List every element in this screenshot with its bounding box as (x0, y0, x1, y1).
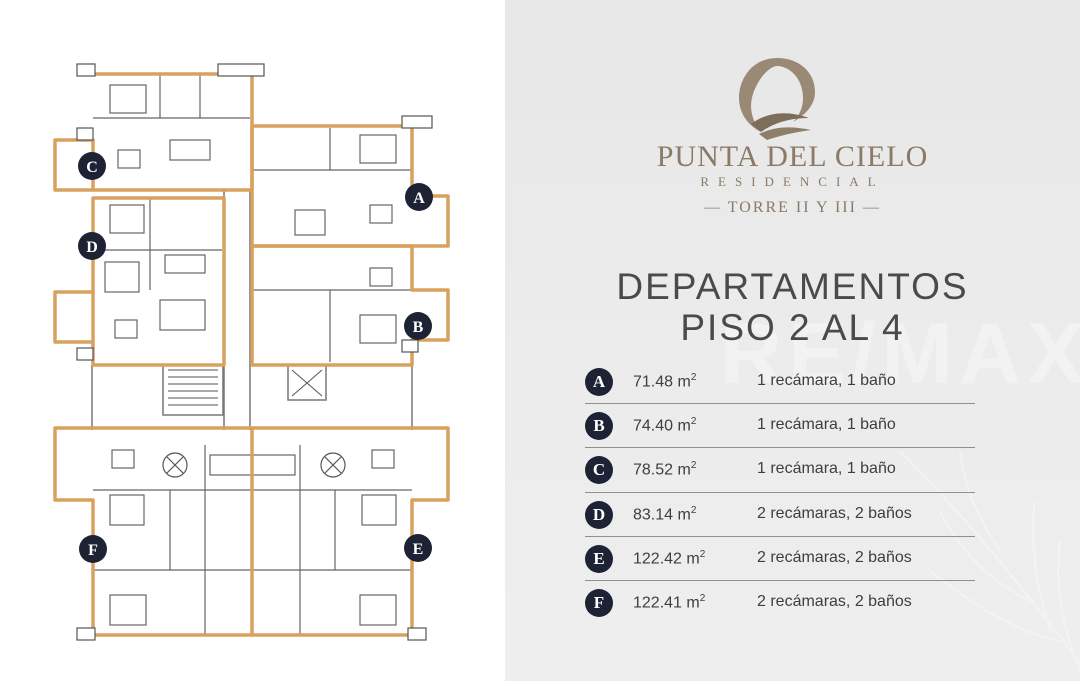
plan-badge-C: C (78, 152, 106, 180)
unit-badge: C (585, 456, 613, 485)
brand-name: PUNTA DEL CIELO (656, 140, 929, 173)
title-line-1: DEPARTAMENTOS (616, 266, 969, 307)
title-line-2: PISO 2 AL 4 (680, 307, 905, 348)
palm-leaf-decoration (899, 450, 1080, 672)
unit-area: 71.48 m2 (633, 372, 697, 391)
watermark: RE/MAX (720, 306, 1080, 402)
plan-badge-B: B (404, 312, 432, 340)
unit-description: 1 recámara, 1 baño (757, 372, 896, 389)
unit-badge: F (585, 588, 613, 617)
unit-area: 78.52 m2 (633, 460, 697, 479)
svg-text:C: C (86, 159, 98, 176)
unit-badge: E (585, 544, 613, 573)
plan-badge-D: D (78, 232, 106, 260)
unit-row-d: D 83.14 m2 2 recámaras, 2 baños (585, 493, 975, 537)
unit-area: 122.42 m2 (633, 548, 706, 568)
unit-badge: A (585, 368, 613, 396)
unit-description: 1 recámara, 1 baño (757, 416, 896, 434)
svg-text:B: B (413, 319, 424, 336)
svg-text:A: A (413, 190, 425, 207)
unit-row-b: B 74.40 m2 1 recámara, 1 baño (585, 404, 975, 449)
unit-list: A 71.48 m2 1 recámara, 1 baño B 74.40 m2… (585, 360, 975, 624)
unit-description: 2 recámaras, 2 baños (757, 548, 912, 566)
unit-row-f: F 122.41 m2 2 recámaras, 2 baños (585, 581, 975, 624)
plan-badge-E: E (404, 534, 432, 562)
svg-text:D: D (86, 239, 98, 256)
unit-area: 122.41 m2 (633, 592, 706, 612)
punta-del-cielo-logo-icon (739, 58, 815, 140)
unit-row-c: C 78.52 m2 1 recámara, 1 baño (585, 448, 975, 493)
unit-description: 2 recámaras, 2 baños (757, 504, 912, 522)
unit-description: 1 recámara, 1 baño (757, 460, 896, 478)
brand-tower: — TORRE II Y III — (704, 199, 881, 216)
unit-row-e: E 122.42 m2 2 recámaras, 2 baños (585, 537, 975, 581)
floor-plan: C D A B F E (53, 63, 450, 641)
unit-badge: B (585, 412, 613, 441)
svg-text:E: E (413, 541, 424, 558)
brand-subtitle: RESIDENCIAL (700, 174, 885, 189)
svg-text:F: F (88, 542, 98, 559)
unit-badge: D (585, 500, 613, 529)
plan-badge-F: F (79, 535, 107, 563)
unit-area: 83.14 m2 (633, 504, 697, 523)
info-panel: RE/MAX PUNTA DEL CIELO RESIDENCIAL — TOR… (505, 0, 1080, 681)
plan-badge-A: A (405, 183, 433, 211)
unit-area: 74.40 m2 (633, 416, 697, 435)
unit-description: 2 recámaras, 2 baños (757, 592, 912, 610)
unit-row-a: A 71.48 m2 1 recámara, 1 baño (585, 360, 975, 405)
floor-plan-panel: C D A B F E (0, 0, 505, 681)
